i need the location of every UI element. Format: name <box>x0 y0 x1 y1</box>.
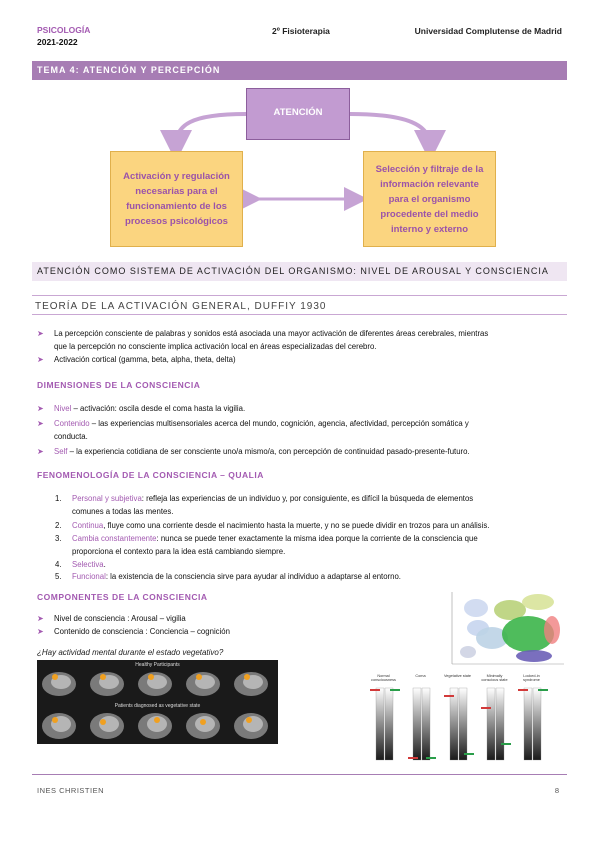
bar-label: Locked-in syndrome <box>523 674 540 682</box>
question-text: ¿Hay actividad mental durante el estado … <box>37 648 224 657</box>
right-line: para el organismo <box>388 193 471 205</box>
diagram-center-box: ATENCIÓN <box>246 88 350 140</box>
arousal-awareness-bars: Normal consciousness Coma Vegetative sta… <box>368 674 573 766</box>
right-line: interno y externo <box>390 223 469 235</box>
left-line: funcionamiento de los <box>126 201 227 212</box>
right-line: procedente del medio <box>380 208 479 220</box>
diagram-left-box: Activación y regulación necesarias para … <box>110 151 243 247</box>
header-university: Universidad Complutense de Madrid <box>414 26 562 36</box>
components-title: COMPONENTES DE LA CONSCIENCIA <box>37 592 208 602</box>
header-subject: PSICOLOGÍA <box>37 25 91 35</box>
header-year: 2021-2022 <box>37 37 78 47</box>
list-item: ➤ La percepción consciente de palabras y… <box>37 329 489 351</box>
list-item: ➤ Activación cortical (gamma, beta, alph… <box>37 355 236 364</box>
list-item: 4. Selectiva. <box>55 560 106 569</box>
brain-scan-image: Healthy Participants Patients diagnosed … <box>37 660 278 744</box>
diagram-arrows <box>160 112 446 211</box>
bar-label: Normal consciousness <box>371 674 396 682</box>
list-item: 5. Funcional: la existencia de la consci… <box>55 572 401 581</box>
list-item: ➤ Contenido de consciencia : Conciencia … <box>37 627 230 636</box>
left-line: necesarias para el <box>135 186 218 197</box>
consciousness-states-diagram <box>451 592 564 665</box>
chevron-right-icon: ➤ <box>37 355 44 364</box>
left-line: Activación y regulación <box>123 171 230 182</box>
header-course: 2º Fisioterapia <box>272 26 330 36</box>
subsection-title: TEORÍA DE LA ACTIVACIÓN GENERAL, DUFFIY … <box>35 301 327 312</box>
bar-label: Vegetative state <box>443 674 472 678</box>
list-item: 3. Cambia constantemente: nunca se puede… <box>55 534 478 556</box>
subsection-top-rule <box>32 295 567 296</box>
list-item: 2. Continua, fluye como una corriente de… <box>55 521 490 530</box>
list-item: ➤ Self – la experiencia cotidiana de ser… <box>37 447 470 456</box>
diagram-right-box: Selección y filtraje de la información r… <box>363 151 496 247</box>
section-bar: ATENCIÓN COMO SISTEMA DE ACTIVACIÓN DEL … <box>32 262 567 281</box>
chevron-right-icon: ➤ <box>37 329 44 338</box>
chevron-right-icon: ➤ <box>37 404 44 413</box>
chevron-right-icon: ➤ <box>37 614 44 623</box>
arrow-left-curve <box>160 112 247 162</box>
chevron-right-icon: ➤ <box>37 419 44 428</box>
topic-bar: TEMA 4: ATENCIÓN Y PERCEPCIÓN <box>32 61 567 80</box>
arrow-right-curve <box>349 112 446 162</box>
list-item: ➤ Nivel – activación: oscila desde el co… <box>37 404 246 413</box>
header-subject-block: PSICOLOGÍA 2021-2022 <box>37 24 90 48</box>
gradient-bars <box>370 687 548 761</box>
page-number: 8 <box>554 786 559 795</box>
list-item: ➤ Nivel de consciencia : Arousal – vigil… <box>37 614 186 623</box>
left-line: procesos psicológicos <box>125 216 228 227</box>
footer-author: INES CHRISTIEN <box>37 786 105 795</box>
qualia-title: FENOMENOLOGÍA DE LA CONSCIENCIA – QUALIA <box>37 470 264 480</box>
brain-scans <box>42 672 268 739</box>
list-item: 1. Personal y subjetiva: refleja las exp… <box>55 494 474 516</box>
dimensions-title: DIMENSIONES DE LA CONSCIENCIA <box>37 380 201 390</box>
bar-label: Minimally conscious state <box>481 674 508 682</box>
right-line: información relevante <box>380 178 479 190</box>
list-item: ➤ Contenido – las experiencias multisens… <box>37 419 469 441</box>
right-line: Selección y filtraje de la <box>375 163 484 175</box>
scan-label-top: Healthy Participants <box>135 662 180 668</box>
scan-label-bottom: Patients diagnosed as vegetative state <box>114 703 201 709</box>
chevron-right-icon: ➤ <box>37 627 44 636</box>
chevron-right-icon: ➤ <box>37 447 44 456</box>
subsection-rule <box>32 314 567 315</box>
bar-label: Coma <box>415 674 426 678</box>
footer-rule <box>32 774 567 775</box>
